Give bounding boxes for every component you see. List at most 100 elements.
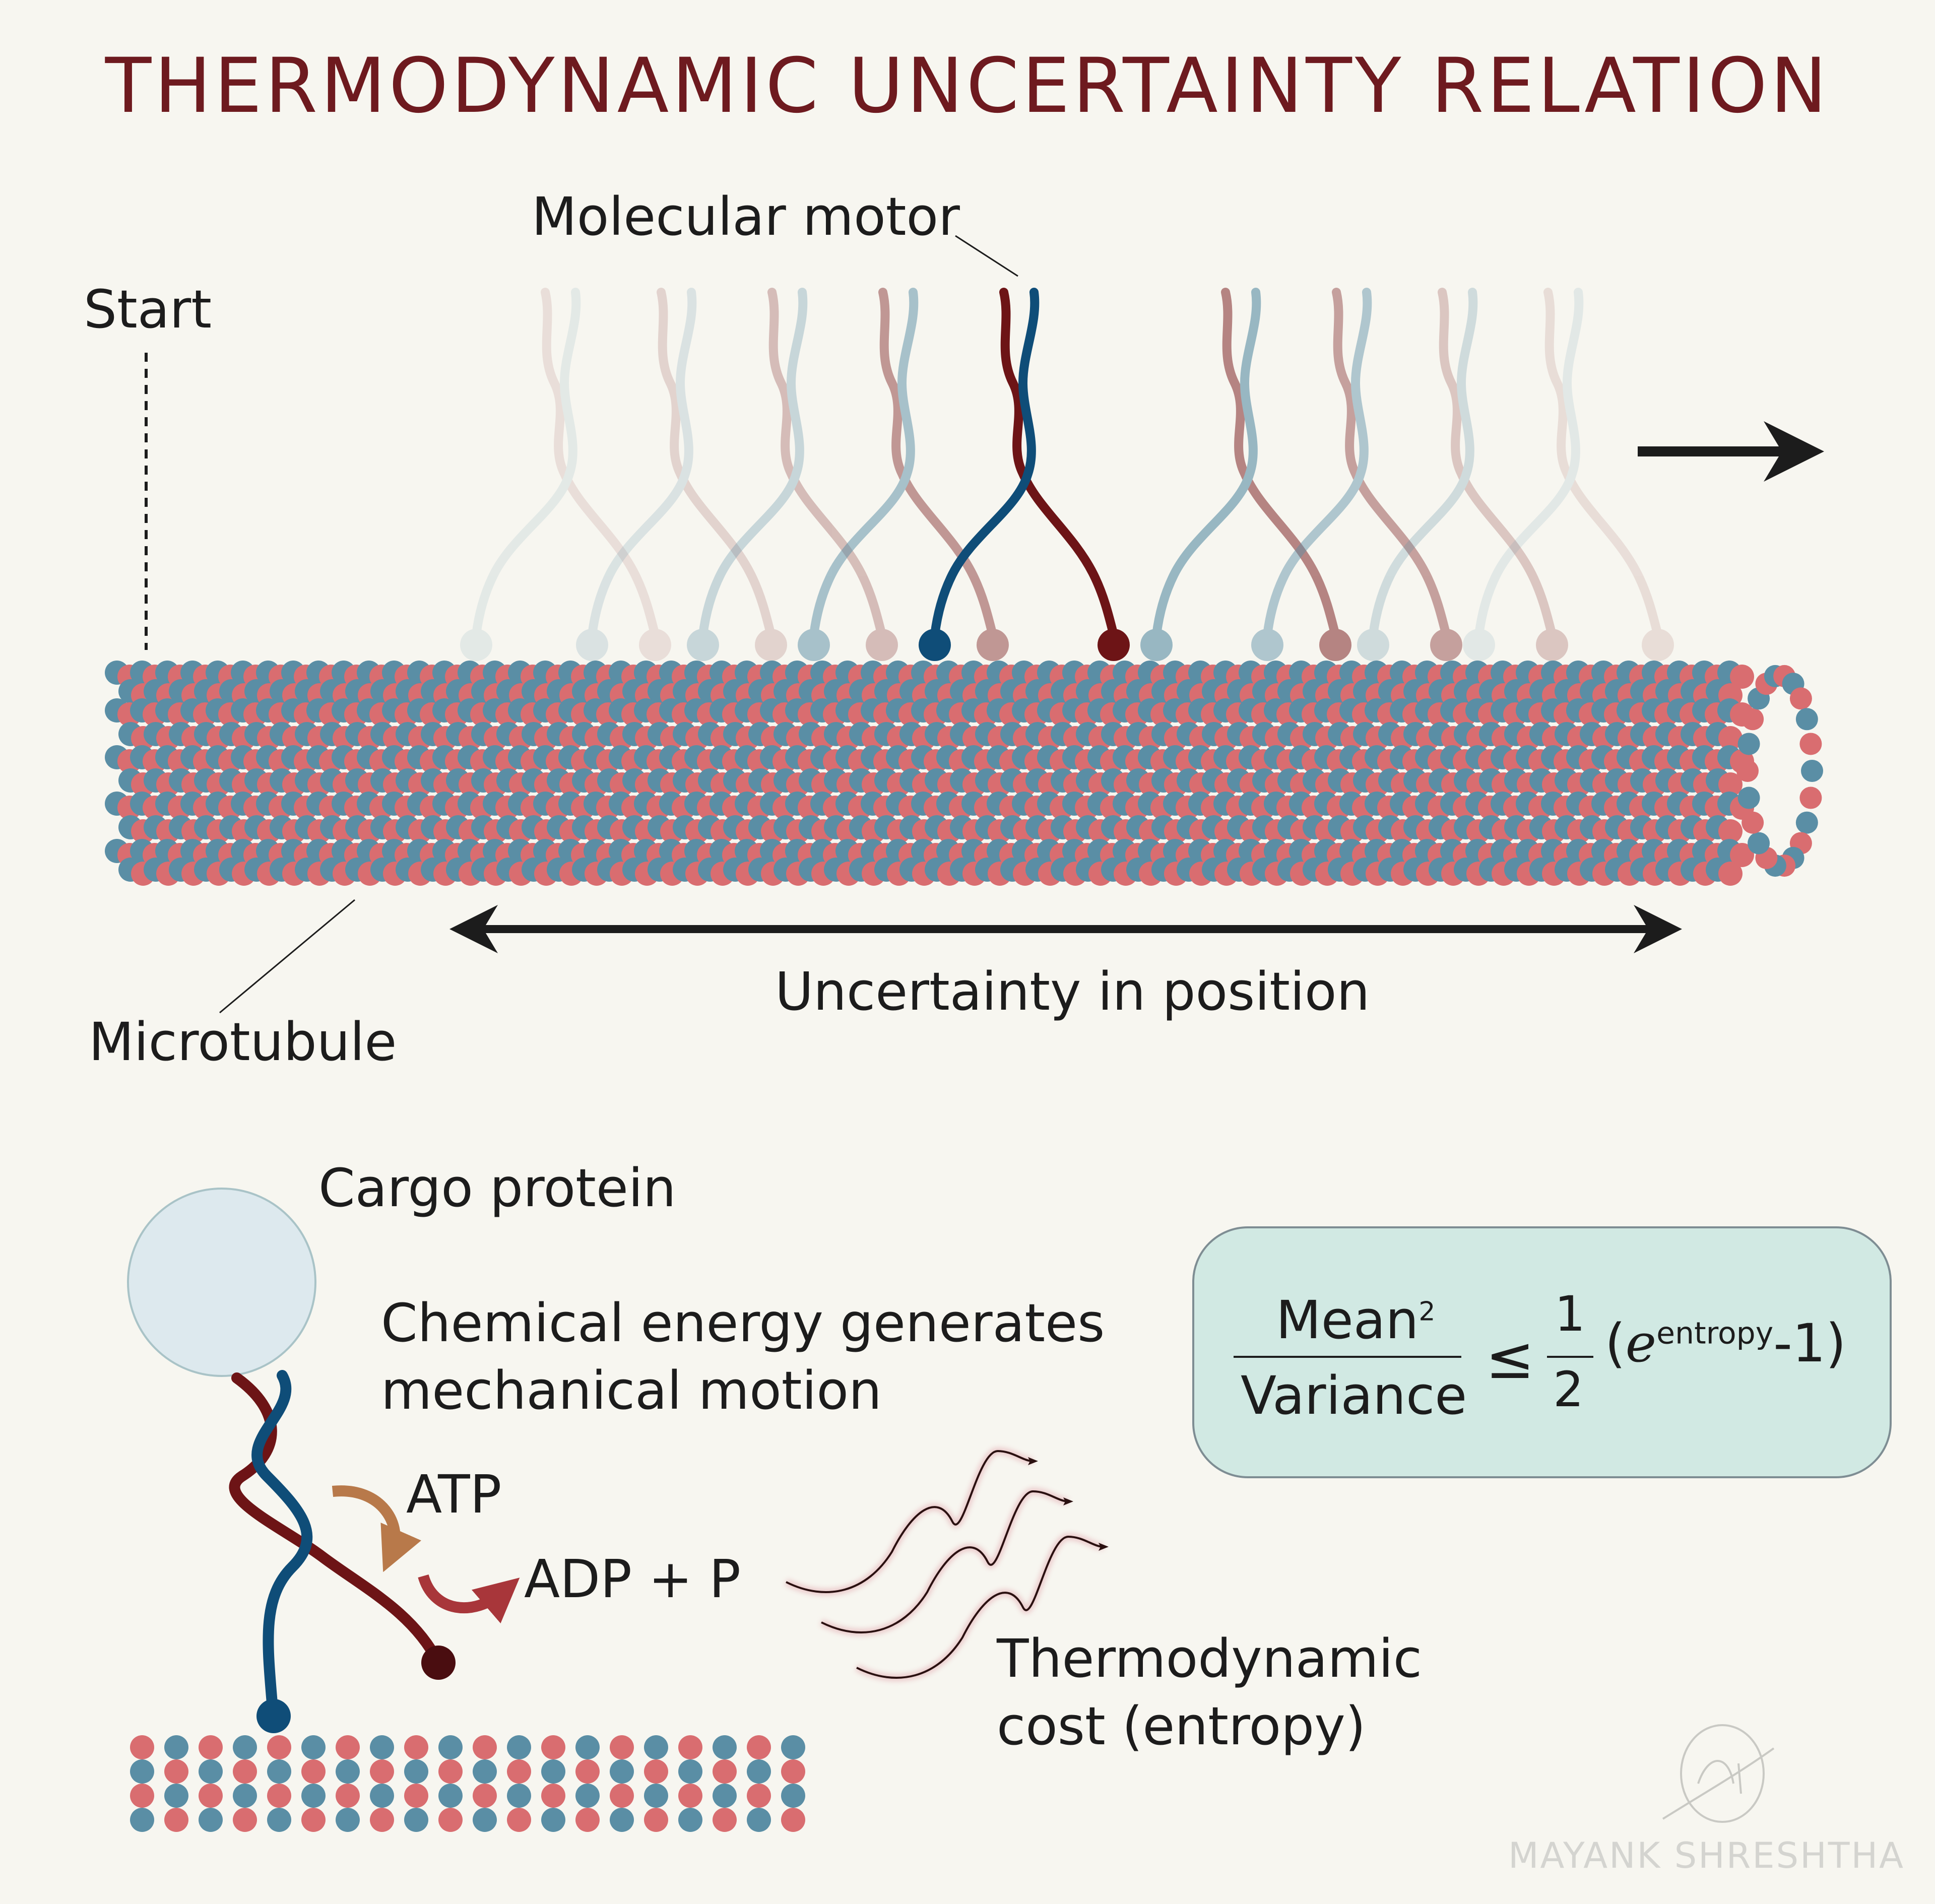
cargo-motor-red-head (421, 1646, 456, 1680)
motor-red-head (1536, 629, 1568, 661)
tubulin (747, 1759, 771, 1784)
motor-red-head (1319, 629, 1351, 661)
motor-red-strand (878, 288, 997, 639)
motor-blue-strand (588, 288, 697, 639)
motor-red-strand (541, 288, 660, 639)
entropy-exponent: entropy (1656, 1316, 1774, 1351)
motor-red-head (1642, 629, 1674, 661)
motor-blue-strand (930, 288, 1040, 639)
heat-wave-arrow-icon (821, 1490, 1073, 1633)
tubulin-ring (1742, 811, 1764, 834)
tubulin (336, 1808, 360, 1832)
motor-red-strand (1332, 288, 1451, 639)
tubulin (541, 1808, 565, 1832)
tubulin (781, 1784, 805, 1808)
tubulin (404, 1808, 428, 1832)
tubulin (678, 1735, 702, 1759)
motor-blue-strand (1474, 288, 1584, 639)
tubulin (507, 1759, 531, 1784)
tubulin (233, 1735, 257, 1759)
tubulin (678, 1759, 702, 1784)
minus-one-close: -1) (1773, 1312, 1846, 1374)
tubulin-red (1730, 843, 1754, 867)
tubulin (713, 1808, 737, 1832)
tubulin-ring (1736, 760, 1759, 782)
motor-blue-head (919, 629, 951, 661)
cargo-motor-blue-strand (251, 1370, 313, 1709)
motor-blue-head (1463, 629, 1495, 661)
tubulin (130, 1759, 154, 1784)
tubulin-red (1718, 819, 1743, 843)
motor-red-strand (1543, 288, 1662, 639)
cargo-motor-red-strand (229, 1372, 444, 1668)
motor-blue-head (687, 629, 719, 661)
tubulin (747, 1808, 771, 1832)
motor-leader-line (955, 235, 1018, 277)
formula-numerator: Mean2 (1276, 1294, 1435, 1346)
tubulin (370, 1759, 394, 1784)
cargo-motor-blue-head (256, 1699, 291, 1733)
tubulin-ring (1748, 832, 1770, 855)
tubulin (781, 1808, 805, 1832)
tubulin (713, 1784, 737, 1808)
tubulin (678, 1808, 702, 1832)
motor-blue-strand (1369, 288, 1478, 639)
tubulin (438, 1784, 463, 1808)
atp-arrow-icon (332, 1485, 421, 1572)
label-thermodynamic-line2: cost (entropy) (997, 1695, 1366, 1757)
tubulin (199, 1784, 223, 1808)
tubulin (301, 1759, 326, 1784)
motor-red-strand (1221, 288, 1340, 639)
motor-step (576, 288, 787, 661)
tubulin (301, 1735, 326, 1759)
motor-red-head (977, 629, 1009, 661)
motor-detail (127, 1188, 456, 1733)
tubulin (541, 1784, 565, 1808)
motor-step (919, 288, 1130, 661)
tubulin (301, 1808, 326, 1832)
tubulin (370, 1808, 394, 1832)
motor-step (687, 288, 898, 661)
motor-red-head (755, 629, 787, 661)
tubulin (164, 1808, 188, 1832)
half-denominator: 2 (1553, 1361, 1584, 1418)
tubulin (164, 1735, 188, 1759)
tubulin (610, 1759, 634, 1784)
tubulin (164, 1759, 188, 1784)
tubulin (781, 1759, 805, 1784)
tubulin (575, 1808, 600, 1832)
tubulin (781, 1735, 805, 1759)
tubulin (644, 1784, 668, 1808)
tubulin (473, 1808, 497, 1832)
tubulin (644, 1735, 668, 1759)
motor-ghost-trail (460, 288, 1674, 661)
tubulin (301, 1784, 326, 1808)
motor-step (1140, 288, 1351, 661)
tubulin (336, 1784, 360, 1808)
tubulin (575, 1784, 600, 1808)
tubulin (610, 1808, 634, 1832)
numerator-exponent: 2 (1418, 1296, 1436, 1327)
motor-blue-head (798, 629, 830, 661)
tubulin-ring (1799, 733, 1822, 755)
tubulin (233, 1759, 257, 1784)
label-chemical-energy-line1: Chemical energy generates (381, 1292, 1105, 1354)
signature-stroke (1662, 1747, 1775, 1820)
motor-step (1251, 288, 1462, 661)
motor-red-head (866, 629, 898, 661)
tubulin (507, 1808, 531, 1832)
tubulin-ring (1801, 760, 1823, 782)
tubulin (199, 1735, 223, 1759)
numerator-text: Mean (1276, 1289, 1419, 1351)
motor-red-strand (767, 288, 886, 639)
motor-red-strand (657, 288, 776, 639)
tubulin (370, 1784, 394, 1808)
label-cargo-protein: Cargo protein (318, 1157, 676, 1219)
tubulin (267, 1735, 291, 1759)
motor-red-head (639, 629, 671, 661)
motor-blue-head (1251, 629, 1283, 661)
tubulin-red (1718, 726, 1743, 750)
motor-step (798, 288, 1009, 661)
motor-blue-head (460, 629, 492, 661)
microtubule-detail (130, 1735, 805, 1832)
